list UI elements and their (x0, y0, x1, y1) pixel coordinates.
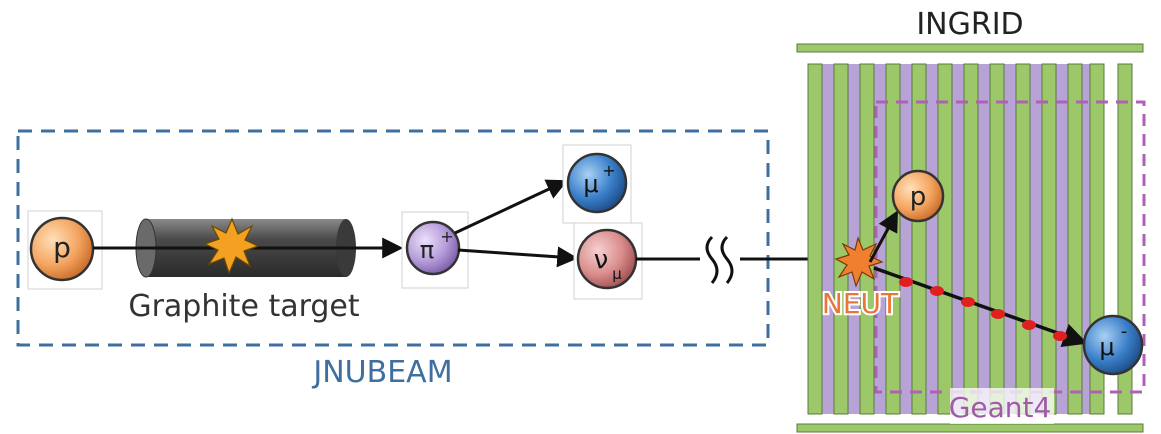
ingrid-label: INGRID (916, 7, 1023, 42)
hit-marker (1022, 320, 1036, 330)
ingrid-detector (796, 43, 1144, 433)
proton-particle: p (29, 216, 95, 282)
hit-marker (991, 309, 1005, 319)
muon-minus-charge: - (1121, 321, 1128, 342)
pion-base: π (420, 236, 434, 264)
recoil-proton-symbol: p (910, 182, 927, 212)
geant4-label: Geant4 (949, 391, 1052, 424)
recoil-proton-track (868, 210, 899, 263)
geant4-label-backdrop (950, 388, 1054, 424)
decay-line-to-neutrino (457, 246, 579, 268)
jnubeam-region-box (16, 129, 770, 347)
muon-minus-symbol: μ (1099, 333, 1114, 361)
muon-plus-symbol: μ (583, 170, 598, 198)
pion-particle: π + (405, 220, 461, 276)
hit-marker (899, 277, 913, 287)
neutrino-particle: ν μ (576, 228, 638, 290)
hit-marker (961, 297, 975, 307)
pion-symbol: π (420, 236, 434, 264)
proton-symbol: p (53, 231, 71, 264)
muon-minus-particle: μ - (1082, 314, 1144, 376)
jnubeam-label: JNUBEAM (311, 355, 452, 390)
hit-marker (1053, 331, 1067, 341)
hit-marker (930, 286, 944, 296)
hit-markers (899, 277, 1067, 341)
interaction-explosion-icon (834, 236, 884, 288)
muon-plus-charge: + (602, 161, 615, 180)
pion-charge: + (440, 227, 453, 246)
muon-plus-particle: μ + (566, 152, 628, 214)
neutrino-symbol: ν (594, 245, 609, 275)
explosion-icon (203, 217, 260, 275)
neut-label: NEUT (822, 287, 899, 320)
graphite-target-label: Graphite target (128, 289, 360, 324)
recoil-proton-particle: p (891, 169, 945, 223)
decay-line-to-muon (454, 179, 568, 235)
distance-break-icon (705, 235, 734, 284)
neutrino-flavor: μ (612, 265, 622, 283)
